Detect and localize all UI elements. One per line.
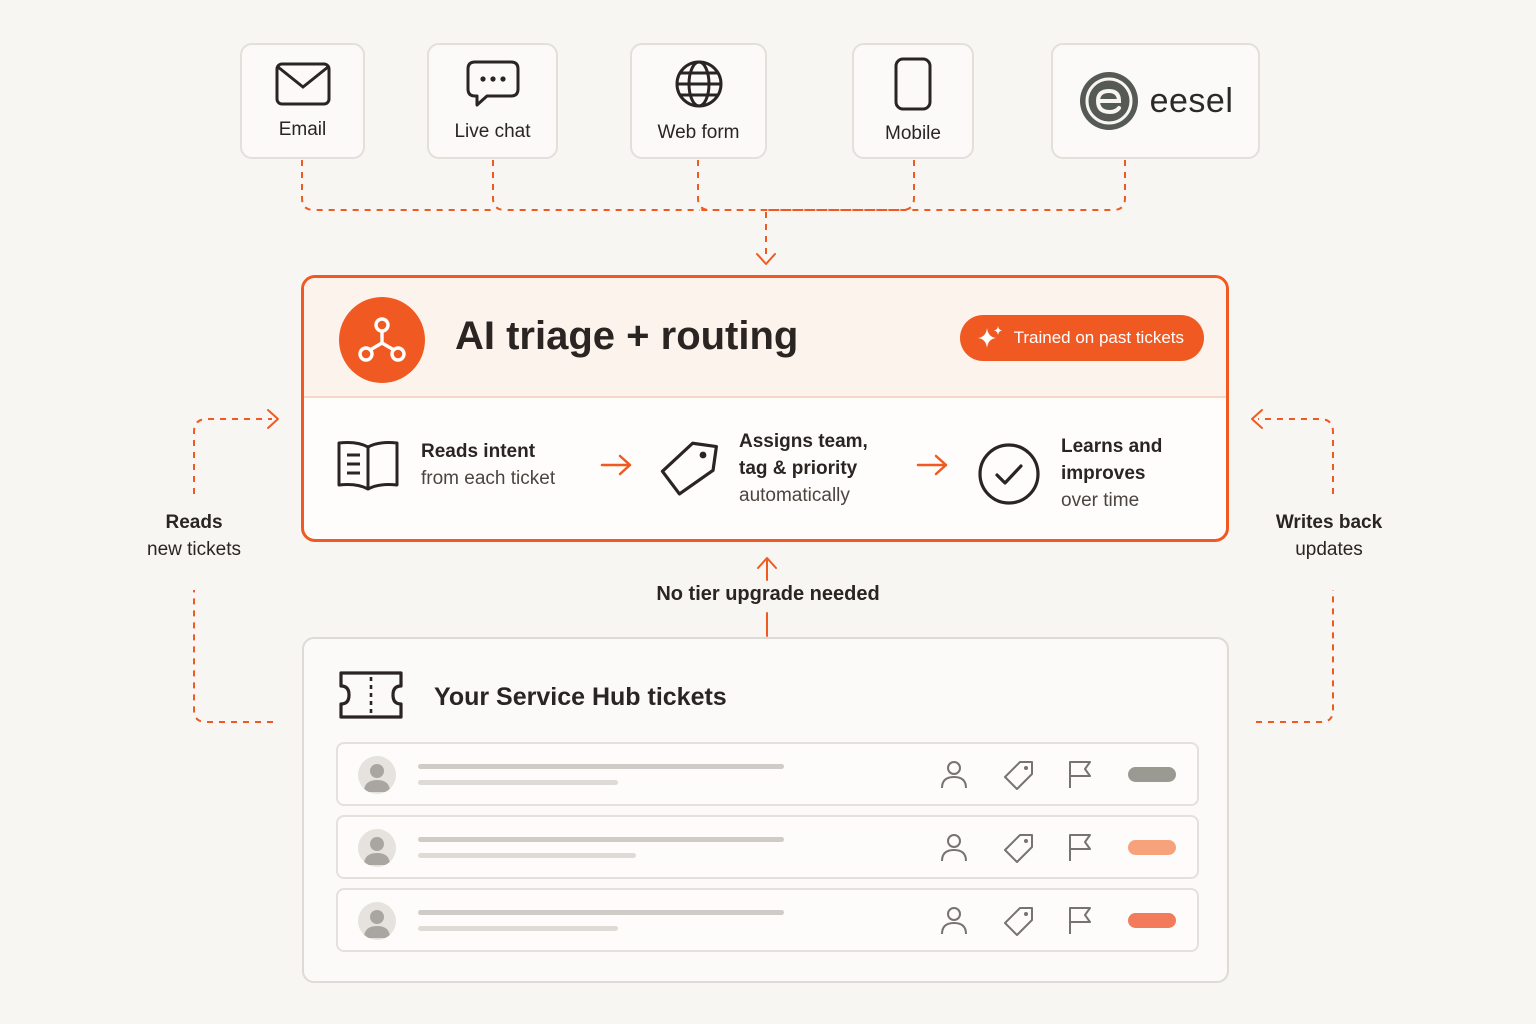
step-subtitle: from each ticket <box>421 468 556 489</box>
right-label-subtitle: updates <box>1295 539 1363 560</box>
step-text: Reads intent from each ticket <box>421 438 555 492</box>
step-title: Reads intent <box>421 441 536 462</box>
smartphone-icon <box>894 57 932 111</box>
ticket-row[interactable] <box>336 815 1199 879</box>
avatar <box>358 902 396 940</box>
trained-badge: Trained on past tickets <box>959 315 1204 361</box>
tag-icon <box>1004 761 1033 790</box>
channel-label: Mobile <box>885 123 941 144</box>
step-learns-improves: Learns and improves over time <box>977 433 1162 514</box>
step-title-line2: improves <box>1061 463 1146 484</box>
trained-badge-label: Trained on past tickets <box>1013 328 1184 347</box>
step-text: Assigns team, tag & priority automatical… <box>739 428 868 509</box>
flag-icon <box>1069 761 1091 788</box>
left-label-title: Reads <box>165 512 223 533</box>
user-icon <box>941 834 967 862</box>
sparkle-icon <box>977 326 1002 348</box>
channel-label: Email <box>278 119 327 140</box>
step-text: Learns and improves over time <box>1061 433 1162 514</box>
channel-email: Email <box>240 43 365 159</box>
tickets-panel-title: Your Service Hub tickets <box>434 683 727 711</box>
network-nodes-icon <box>339 297 425 383</box>
eesel-logo <box>1079 72 1138 130</box>
ticket-row[interactable] <box>336 742 1199 806</box>
ticket-subtitle-placeholder <box>418 780 618 785</box>
eesel-wordmark: eesel <box>1149 81 1234 120</box>
status-pill <box>1128 767 1176 782</box>
ticket-title-placeholder <box>418 837 784 842</box>
open-book-icon <box>337 441 399 491</box>
avatar <box>358 756 396 794</box>
step-title: Learns and <box>1061 436 1163 457</box>
service-hub-tickets-panel: Your Service Hub tickets <box>302 637 1229 983</box>
ticket-title-placeholder <box>418 764 784 769</box>
right-label-title: Writes back <box>1275 512 1383 533</box>
price-tag-icon <box>660 441 718 496</box>
left-label-subtitle: new tickets <box>147 539 241 560</box>
reads-new-tickets-label: Reads new tickets <box>130 509 258 563</box>
arrow-right-icon <box>916 454 948 476</box>
globe-icon <box>675 60 722 108</box>
channel-label: Live chat <box>454 121 531 142</box>
check-circle-icon <box>978 442 1040 505</box>
writes-back-updates-label: Writes back updates <box>1262 509 1396 563</box>
channel-eesel: eesel <box>1051 43 1260 159</box>
arrow-right-icon <box>600 454 632 476</box>
ai-panel-title: AI triage + routing <box>455 314 799 358</box>
step-reads-intent: Reads intent from each ticket <box>335 438 555 492</box>
ticket-subtitle-placeholder <box>418 926 618 931</box>
flag-icon <box>1069 834 1091 861</box>
chat-bubble-icon <box>466 60 519 107</box>
ai-panel-header: AI triage + routing Trained on past tick… <box>304 278 1226 398</box>
user-icon <box>941 761 967 789</box>
avatar <box>358 829 396 867</box>
step-title-line2: tag & priority <box>739 458 858 479</box>
channel-web-form: Web form <box>630 43 767 159</box>
ai-triage-panel: AI triage + routing Trained on past tick… <box>301 275 1229 542</box>
channel-mobile: Mobile <box>852 43 974 159</box>
status-pill <box>1128 913 1176 928</box>
no-tier-upgrade-label: No tier upgrade needed <box>656 583 880 605</box>
tag-icon <box>1004 834 1033 863</box>
ticket-row[interactable] <box>336 888 1199 952</box>
flag-icon <box>1069 907 1091 934</box>
step-subtitle: over time <box>1061 490 1140 511</box>
envelope-icon <box>275 62 330 106</box>
channel-live-chat: Live chat <box>427 43 558 159</box>
step-subtitle: automatically <box>739 485 850 506</box>
status-pill <box>1128 840 1176 855</box>
channel-label: Web form <box>657 122 740 143</box>
ticket-icon <box>339 671 403 719</box>
step-assigns-team: Assigns team, tag & priority automatical… <box>659 428 868 509</box>
user-icon <box>941 907 967 935</box>
tag-icon <box>1004 907 1033 936</box>
step-title: Assigns team, <box>739 431 868 452</box>
ticket-subtitle-placeholder <box>418 853 636 858</box>
ticket-title-placeholder <box>418 910 784 915</box>
